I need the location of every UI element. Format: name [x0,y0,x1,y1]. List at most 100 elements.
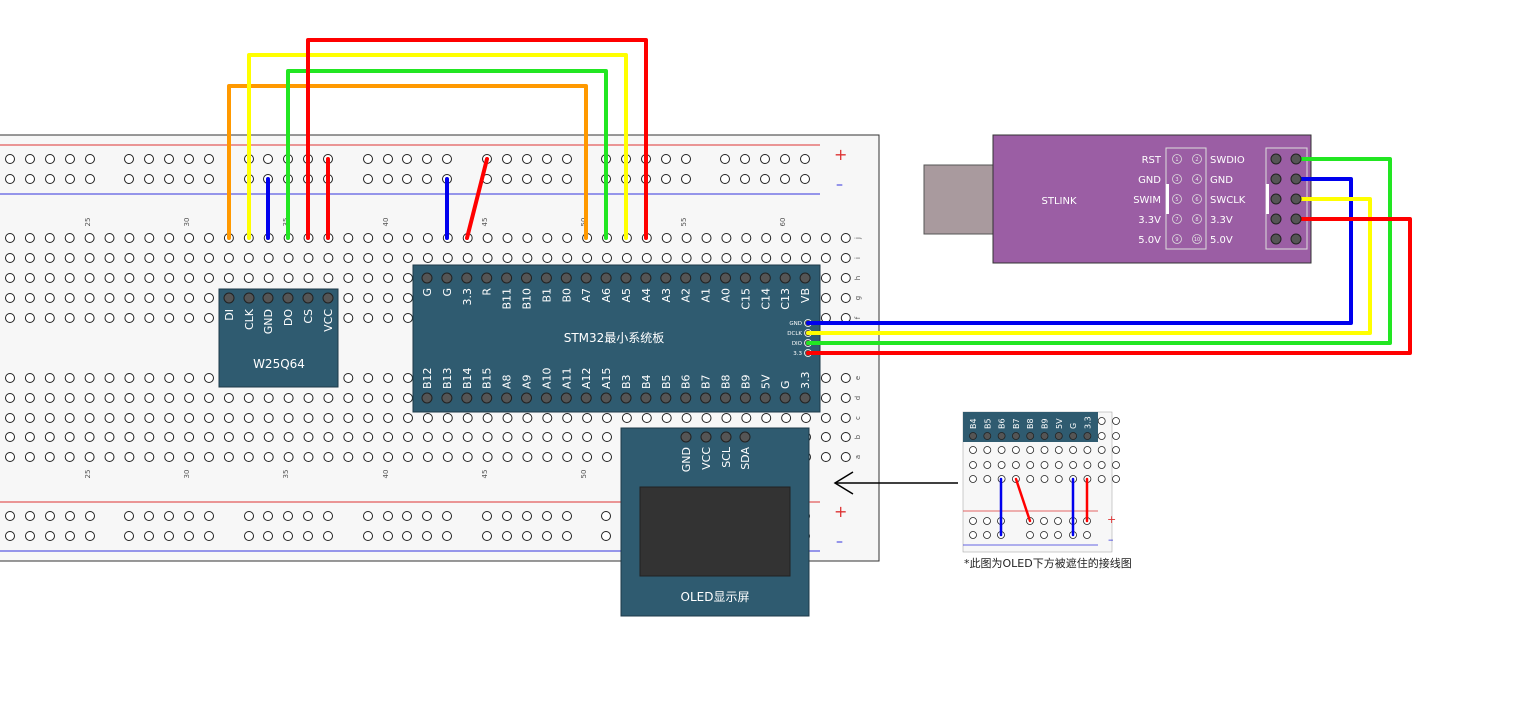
breadboard-hole [781,233,792,243]
stm32-top-pin-label: C15 [739,288,752,310]
breadboard-hole [701,413,712,423]
breadboard-hole [621,413,632,423]
stm32-top-pin-label: B0 [560,288,573,303]
inset-hole [1097,417,1106,425]
breadboard-hole [701,233,712,243]
breadboard-hole [462,452,473,462]
stm32-top-pin-label: A5 [620,288,633,303]
stm32-bottom-pin [580,392,592,404]
stm32-bottom-pin-label: B15 [481,367,494,389]
inset-hole [983,475,992,483]
breadboard-hole [263,393,274,403]
breadboard-hole [5,313,15,323]
breadboard-hole [602,452,612,462]
breadboard-hole [522,452,533,462]
breadboard-hole [442,531,452,541]
stm32-bottom-pin-label: B6 [680,374,693,389]
inset-hole [1040,475,1049,483]
breadboard-hole [562,253,573,263]
breadboard-hole [104,393,115,403]
stlink-header-pin [1270,213,1282,225]
breadboard-hole [263,154,273,164]
breadboard-hole [5,413,15,423]
breadboard-hole [323,531,333,541]
breadboard-hole [760,154,770,164]
inset-hole [997,461,1006,469]
breadboard-hole [5,393,15,403]
breadboard-hole [184,233,195,243]
stm32-bottom-pin-label: 5V [759,374,772,389]
breadboard-hole [363,253,374,263]
stm32-bottom-pin [620,392,632,404]
breadboard-hole [383,253,394,263]
breadboard-hole [164,233,175,243]
stm32-top-pin-label: R [481,288,494,296]
stm32-top-pin [600,272,612,284]
breadboard-hole [124,174,134,184]
row-letter: j [854,237,862,240]
stm32-bottom-pin-label: A9 [521,374,534,389]
breadboard-hole [5,174,15,184]
breadboard-hole [45,154,55,164]
breadboard-hole [164,452,175,462]
stm32-bottom-pin-label: G [779,380,792,389]
breadboard-hole [85,154,95,164]
breadboard-hole [462,432,473,442]
inset-hole [1026,461,1035,469]
breadboard-hole [184,432,195,442]
breadboard-hole [5,154,15,164]
breadboard-hole [422,432,433,442]
breadboard-hole [184,511,194,521]
stm32-bottom-pin-label: B14 [461,367,474,389]
stlink-left-label: GND [1138,175,1161,186]
breadboard-hole [44,313,55,323]
w25q64-pin-clk [243,292,255,304]
inset-hole [1012,446,1020,454]
breadboard-hole [164,373,175,383]
breadboard-hole [5,511,15,521]
breadboard-hole [24,233,35,243]
breadboard-hole [25,511,35,521]
breadboard-hole [343,273,354,283]
inset-minus-label: – [1108,533,1114,546]
breadboard-hole [761,233,772,243]
stm32-title: STM32最小系统板 [564,331,665,345]
inset-pin [1083,432,1092,440]
stm32-top-pin [620,272,632,284]
breadboard-hole [204,531,214,541]
wire-green-swd-dio [806,157,1392,345]
breadboard-hole [204,413,214,423]
breadboard-hole [164,432,175,442]
breadboard-hole [104,373,115,383]
stm32-top-pin [461,272,473,284]
stlink-left-label: 3.3V [1138,215,1161,226]
w25q64-pin-label: VCC [322,309,335,332]
breadboard-hole [522,174,532,184]
stm32-bottom-pin [739,392,751,404]
stlink-label-hole [1192,234,1202,244]
breadboard-hole [363,293,374,303]
w25q64-pin-gnd [262,292,274,304]
breadboard-hole [442,511,452,521]
breadboard-hole [422,233,433,243]
breadboard-hole [24,273,35,283]
breadboard-hole [204,393,214,403]
stm32-bottom-pin [660,392,672,404]
w25q64-pin-label: GND [262,309,275,334]
breadboard-hole [403,432,413,442]
inset-pin [983,432,992,440]
breadboard-hole [85,174,95,184]
oled-pin-label: SDA [739,447,752,470]
stlink-module: STLINK RSTGNDSWIM3.3V5.0VSWDIOGNDSWCLK3.… [923,134,1312,264]
breadboard-hole [144,511,154,521]
breadboard-hole [184,313,195,323]
inset-pin [1054,432,1063,440]
breadboard-hole [24,313,35,323]
breadboard-hole [283,511,293,521]
inset-hole [1054,475,1063,483]
stm32-top-pin-label: B10 [521,288,534,310]
stm32-top-pin-label: B1 [540,288,553,303]
breadboard-hole [204,452,214,462]
stm32-top-pin [759,272,771,284]
breadboard-hole [144,313,155,323]
